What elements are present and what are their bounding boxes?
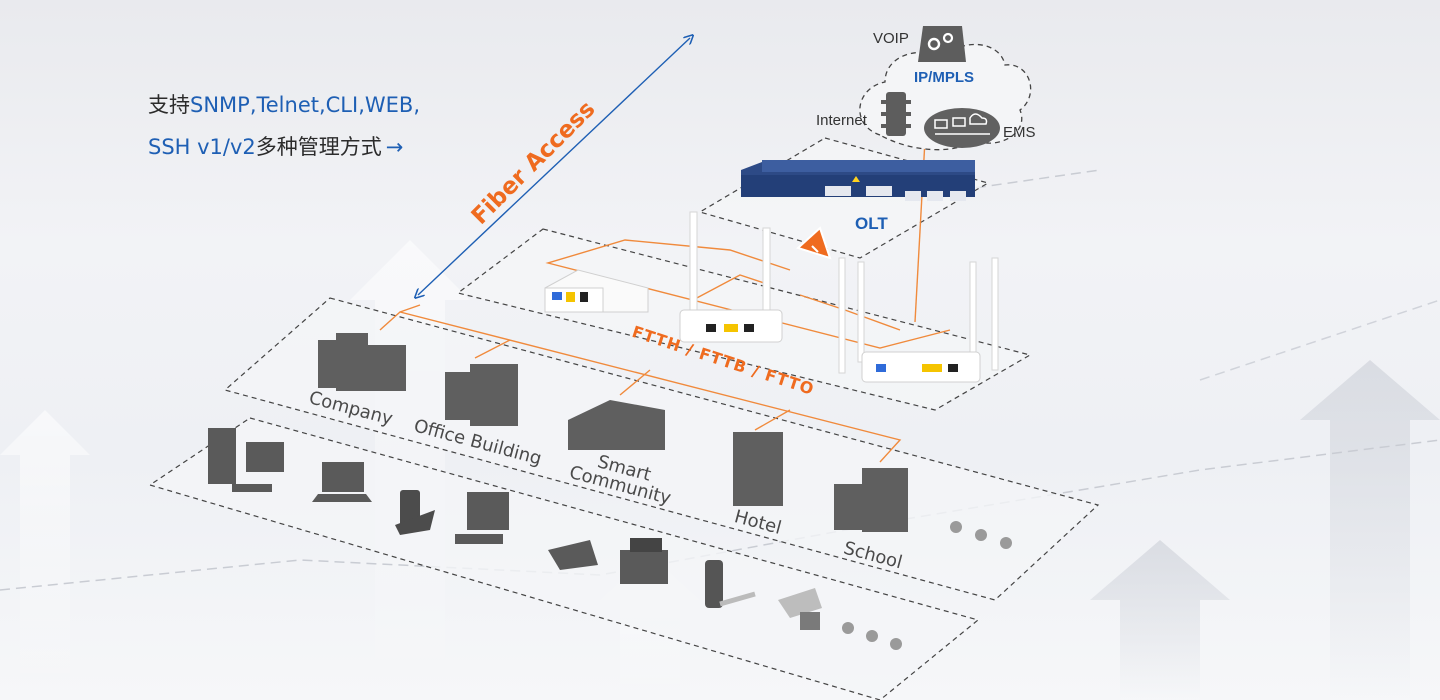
arrow-right-icon[interactable]: → [385,135,404,159]
office-building-icon [733,432,783,506]
smart-lock-icon [705,560,756,608]
warning-icon [796,226,832,260]
management-headline: 支持SNMP,Telnet,CLI,WEB, SSH v1/v2多种管理方式→ [148,84,508,168]
headline-line2: SSH v1/v2多种管理方式→ [148,135,404,159]
internet-label: Internet [816,112,867,129]
monitor-icon [455,492,509,544]
ip-mpls-label: IP/MPLS [914,69,975,86]
fiber-access-arrow [418,38,690,295]
desktop-pc-icon [208,428,284,492]
office-building-icon [834,468,908,532]
more-dots-icon [842,622,902,650]
more-dots-icon [950,521,1012,549]
onu-router-icon [544,269,649,313]
ems-cloud-icon [924,108,1000,148]
network-cabinet-icon [881,92,911,136]
printer-icon [620,538,668,584]
headline-line1: 支持SNMP,Telnet,CLI,WEB, [148,93,420,117]
pos-terminal-icon [395,490,435,535]
voip-label: VOIP [873,30,909,47]
fiber-lines [379,139,951,463]
olt-label: OLT [855,214,888,233]
onu-router-icon [838,257,999,383]
office-building-icon [318,333,406,391]
ems-label: EMS [1003,124,1036,141]
onu-router-icon [679,211,783,343]
layer-olt [698,137,990,259]
office-building-icon [568,400,665,450]
server-gear-icon [918,26,966,62]
office-building-icon [445,364,518,426]
laptop-icon [312,462,372,502]
cctv-camera-icon [778,588,822,630]
olt-device-icon [741,160,975,201]
ip-phone-icon [548,540,598,570]
